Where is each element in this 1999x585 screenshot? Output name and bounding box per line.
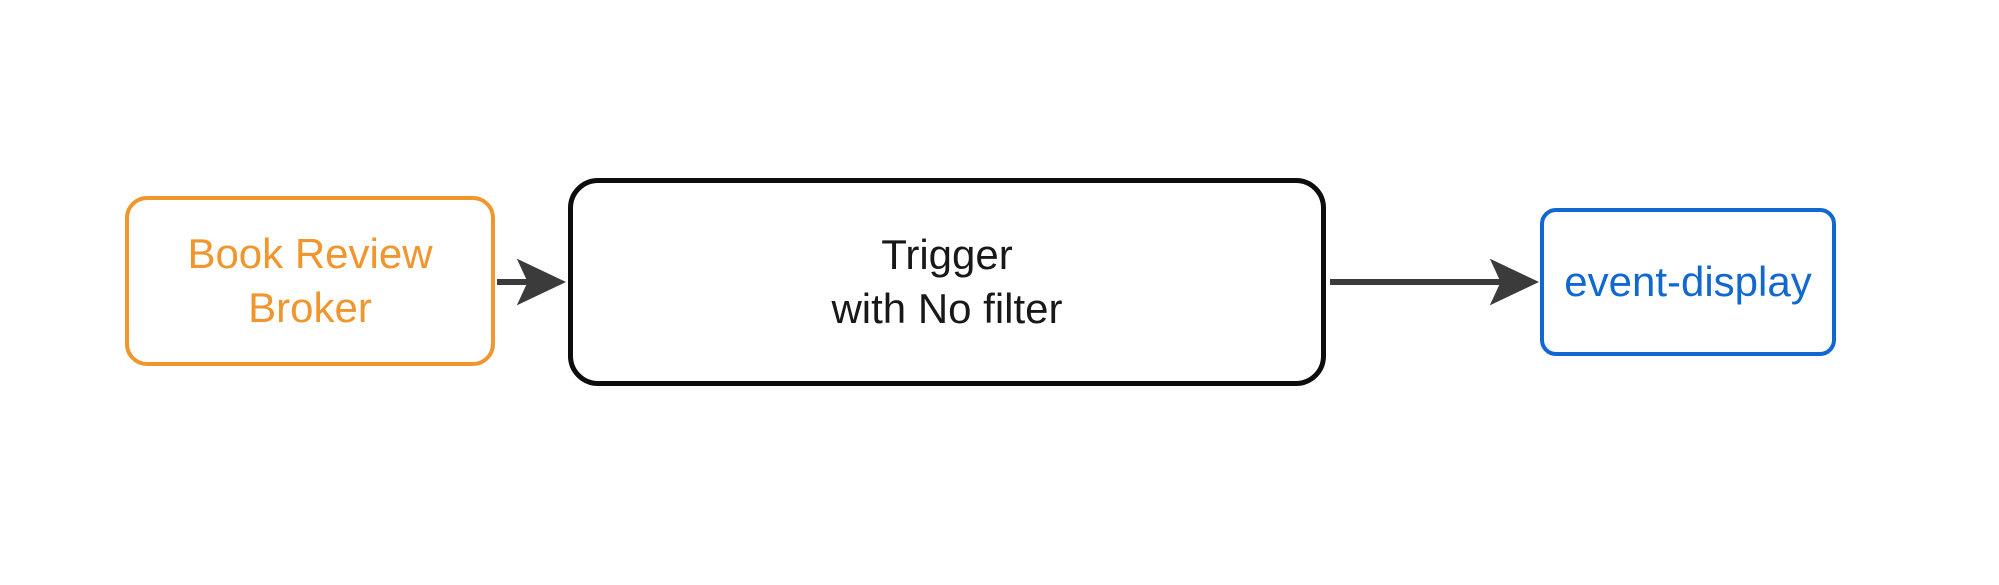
node-event-display[interactable]: event-display [1540,208,1836,356]
node-trigger-with-no-filter[interactable]: Trigger with No filter [568,178,1326,386]
node-book-review-broker-label: Book Review Broker [187,230,433,331]
node-trigger-with-no-filter-label: Trigger with No filter [831,231,1063,332]
node-event-display-label: event-display [1564,258,1812,306]
node-book-review-broker[interactable]: Book Review Broker [125,196,495,366]
